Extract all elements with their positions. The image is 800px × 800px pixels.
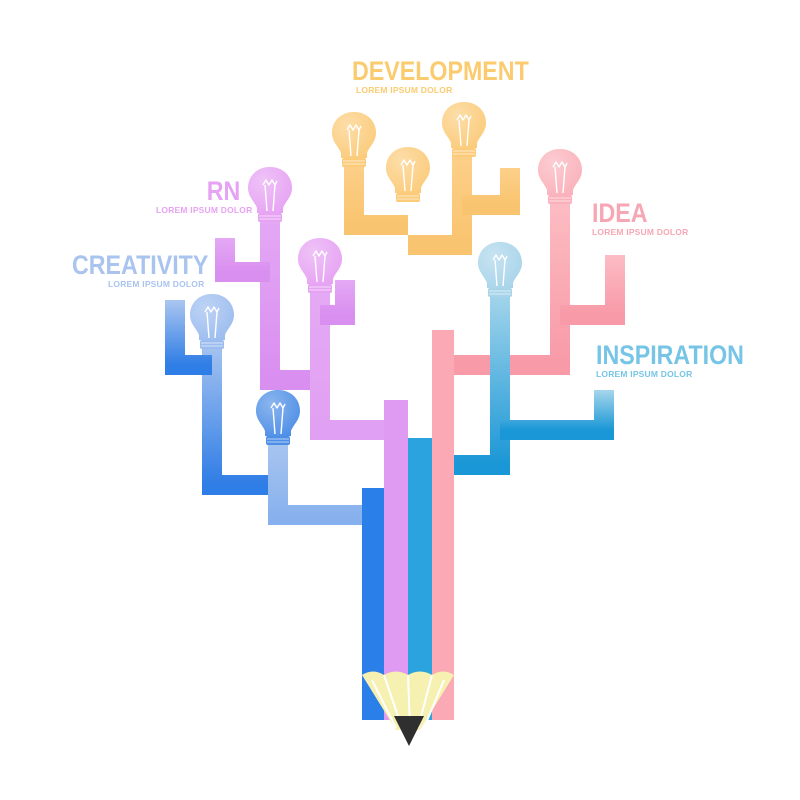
light-bulb-icon — [441, 101, 487, 158]
development-title: DEVELOPMENT — [352, 56, 529, 86]
inspiration-label: INSPIRATION LOREM IPSUM DOLOR — [596, 340, 768, 379]
inspiration-title: INSPIRATION — [596, 340, 744, 370]
light-bulb-icon — [477, 241, 523, 298]
light-bulb-icon — [331, 111, 377, 168]
development-label: DEVELOPMENT LOREM IPSUM DOLOR — [352, 56, 558, 95]
light-bulb-icon — [537, 148, 583, 205]
light-bulb-icon — [255, 389, 301, 446]
light-bulb-icon — [189, 293, 235, 350]
pencil-body — [362, 330, 454, 720]
idea-title: IDEA — [592, 198, 648, 228]
idea-subtitle: LOREM IPSUM DOLOR — [592, 227, 689, 237]
light-bulb-icon — [247, 166, 293, 223]
development-subtitle: LOREM IPSUM DOLOR — [356, 85, 453, 95]
development-branch — [344, 150, 520, 440]
inspiration-subtitle: LOREM IPSUM DOLOR — [596, 369, 693, 379]
creativity-title: CREATIVITY — [72, 250, 209, 280]
idea-label: IDEA LOREM IPSUM DOLOR — [592, 198, 688, 237]
rn-label: RN LOREM IPSUM DOLOR — [156, 176, 253, 215]
creativity-subtitle: LOREM IPSUM DOLOR — [108, 279, 205, 289]
creativity-label: CREATIVITY LOREM IPSUM DOLOR — [72, 250, 231, 289]
rn-title: RN — [206, 176, 241, 206]
pencil-icon — [362, 671, 454, 746]
light-bulb-icon — [385, 146, 431, 203]
rn-subtitle: LOREM IPSUM DOLOR — [156, 205, 253, 215]
